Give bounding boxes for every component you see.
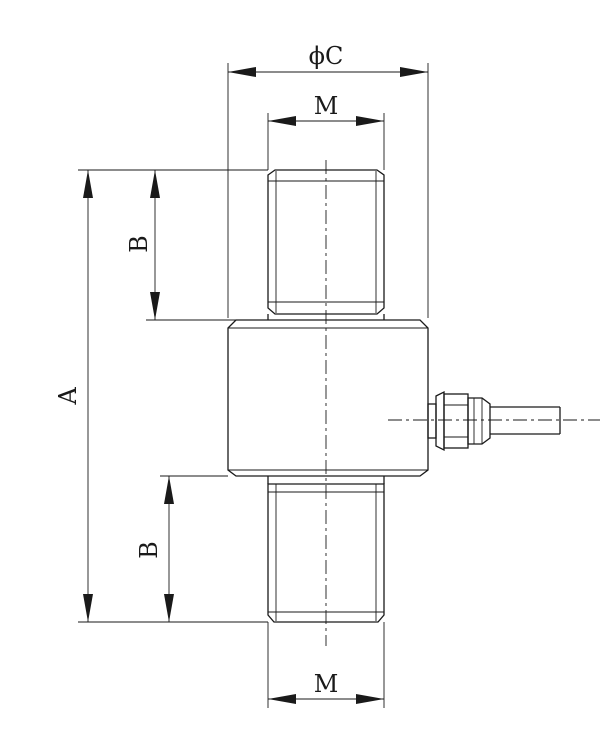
label-outer-diameter: ϕC [309, 42, 344, 70]
label-thread-bottom: M [314, 670, 339, 698]
dimension-thread-length-top: B [125, 170, 268, 321]
dimension-thread-top: M [267, 92, 385, 170]
cable-gland [427, 390, 491, 452]
dimension-outer-diameter: ϕC [227, 42, 429, 318]
label-thread-top: M [314, 92, 339, 120]
dimension-overall-height: A [54, 169, 268, 623]
load-cell-body [227, 319, 429, 477]
label-overall-height: A [54, 387, 82, 406]
dimension-thread-bottom: M [267, 622, 385, 708]
label-thread-length-bottom: B [135, 541, 163, 559]
cable [490, 406, 561, 435]
label-thread-length-top: B [125, 235, 153, 253]
top-threaded-stud [267, 169, 385, 320]
dimension-thread-length-bottom: B [135, 475, 228, 622]
